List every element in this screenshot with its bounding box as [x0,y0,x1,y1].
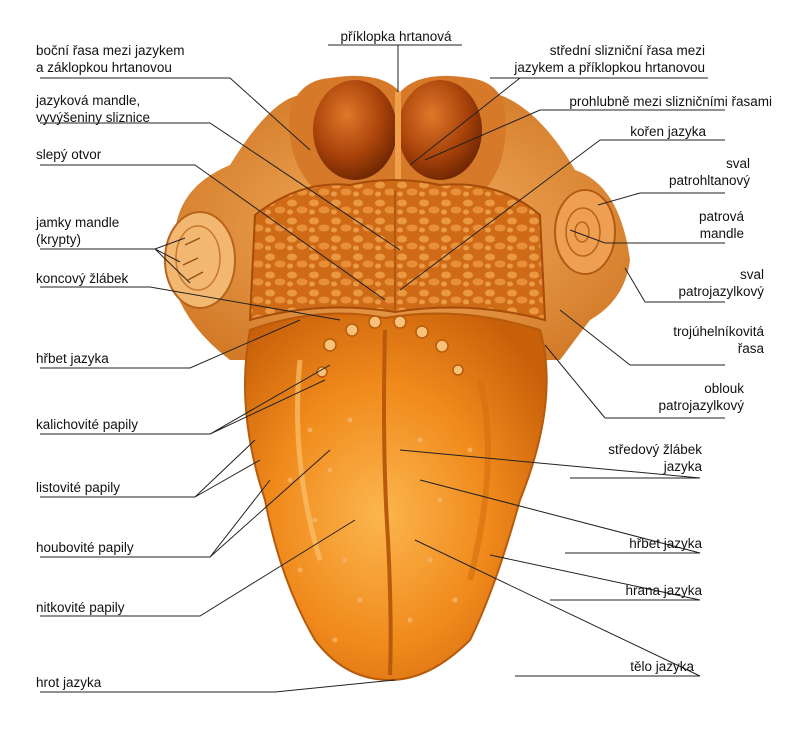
label-lingual-tonsil-line2: vyvýšeniny sliznice [36,110,151,125]
label-tongue-body: tělo jazyka [560,658,694,675]
label-tonsillar-crypts: jamky mandle (krypty) [36,214,119,248]
label-tongue-body-text: tělo jazyka [630,659,694,674]
label-epiglottis-text: příklopka hrtanová [340,29,452,44]
circumvallate-papillae [316,315,464,378]
label-palatopharyngeus-line1: sval [725,156,750,171]
label-palatoglossus-line2: patrojazylkový [678,284,764,299]
label-tongue-tip-text: hrot jazyka [36,675,102,690]
label-circumvallate-text: kalichovité papily [36,417,139,432]
label-palatoglossal-arch-line2: patrojazylkový [658,398,744,413]
label-dorsum-right: hřbet jazyka [560,535,702,552]
label-filiform-text: nitkovité papily [36,600,125,615]
label-palatine-tonsil-line2: mandle [699,226,744,241]
tongue-body [244,312,548,682]
label-foramen-caecum: slepý otvor [36,146,101,163]
label-dorsum-left-text: hřbet jazyka [36,351,109,366]
label-triangular-fold-line1: trojúhelníkovitá [673,324,764,339]
label-palatoglossus: sval patrojazylkový [640,266,764,300]
label-tongue-margin: hrana jazyka [560,582,702,599]
label-lingual-tonsil: jazyková mandle, vyvýšeniny sliznice [36,92,150,126]
label-lingual-tonsil-line1: jazyková mandle, [36,93,141,108]
left-tonsil [164,211,236,309]
label-lateral-glossoepiglottic-fold: boční řasa mezi jazykem a záklopkou hrta… [36,42,185,76]
label-median-sulcus-line1: středový žlábek [608,442,702,457]
label-terminal-sulcus-text: koncový žlábek [36,271,129,286]
label-lateral-fold-line1: boční řasa mezi jazykem [36,43,185,58]
label-lateral-fold-line2: a záklopkou hrtanovou [36,60,172,75]
label-median-sulcus: středový žlábek jazyka [560,441,702,475]
label-triangular-fold-line2: řasa [737,341,764,356]
label-palatine-tonsil-line1: patrová [698,209,744,224]
label-fungiform-papillae: houbovité papily [36,539,134,556]
label-triangular-fold: trojúhelníkovitá řasa [620,323,764,357]
label-valleculae-text: prohlubně mezi slizničními řasami [569,94,772,109]
label-palatopharyngeus-line2: patrohltanový [668,173,750,188]
label-crypts-line1: jamky mandle [36,215,120,230]
label-filiform-papillae: nitkovité papily [36,599,125,616]
label-dorsum-right-text: hřbet jazyka [629,536,702,551]
leader-lines [40,44,725,693]
label-tongue-margin-text: hrana jazyka [625,583,702,598]
label-foliate-papillae: listovité papily [36,479,120,496]
label-foliate-text: listovité papily [36,480,121,495]
fungiform-papillae [287,417,473,643]
label-palatoglossus-line1: sval [739,267,764,282]
label-median-fold-line1: střední slizniční řasa mezi [549,43,705,58]
tongue-root [248,179,547,322]
label-terminal-sulcus: koncový žlábek [36,270,128,287]
label-valleculae: prohlubně mezi slizničními řasami [500,93,772,110]
label-tongue-root: kořen jazyka [600,123,706,140]
label-palatoglossal-arch-line1: oblouk [704,381,744,396]
label-dorsum-left: hřbet jazyka [36,350,109,367]
label-median-glossoepiglottic-fold: střední slizniční řasa mezi jazykem a př… [470,42,705,76]
label-palatoglossal-arch: oblouk patrojazylkový [600,380,744,414]
label-crypts-line2: (krypty) [36,232,81,247]
label-palatopharyngeus: sval patrohltanový [640,155,750,189]
label-epiglottis: příklopka hrtanová [326,28,466,45]
epiglottis [289,75,506,190]
label-median-sulcus-line2: jazyka [663,459,702,474]
label-median-fold-line2: jazykem a příklopkou hrtanovou [514,60,705,75]
label-tongue-root-text: kořen jazyka [630,124,706,139]
label-foramen-caecum-text: slepý otvor [36,147,102,162]
label-circumvallate-papillae: kalichovité papily [36,416,138,433]
label-tongue-tip: hrot jazyka [36,674,101,691]
label-palatine-tonsil: patrová mandle [640,208,744,242]
label-fungiform-text: houbovité papily [36,540,134,555]
